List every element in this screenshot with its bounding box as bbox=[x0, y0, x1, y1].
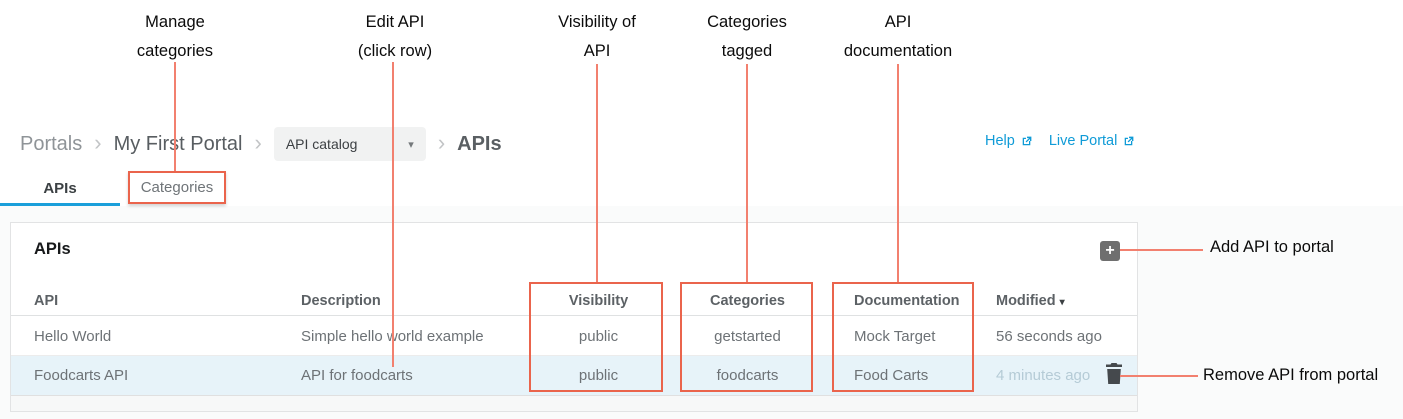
table-row-hello-world[interactable]: Hello World Simple hello world example p… bbox=[11, 317, 1137, 356]
add-api-button[interactable]: + bbox=[1100, 241, 1120, 261]
panel-footer bbox=[11, 395, 1137, 411]
table-header-row: API Description Visibility Categories Do… bbox=[11, 286, 1137, 316]
cell-modified: 56 seconds ago bbox=[996, 327, 1102, 345]
cell-visibility: public bbox=[578, 367, 619, 384]
breadcrumb-portals-link[interactable]: Portals bbox=[20, 132, 83, 155]
tab-apis[interactable]: APIs bbox=[43, 179, 77, 197]
breadcrumb-current-apis: APIs bbox=[457, 132, 502, 155]
catalog-dropdown[interactable]: API catalog ▾ bbox=[273, 127, 426, 161]
callout-edit-api: Edit API(click row) bbox=[357, 13, 433, 60]
cell-visibility: public bbox=[578, 327, 619, 345]
col-header-modified-label: Modified bbox=[996, 292, 1056, 309]
catalog-dropdown-value: API catalog bbox=[285, 136, 358, 152]
header-links: Help Live Portal bbox=[985, 133, 1135, 149]
dropdown-caret-icon: ▾ bbox=[408, 138, 414, 151]
apis-panel: APIs + API Description Visibility Catego… bbox=[10, 222, 1138, 412]
help-link[interactable]: Help bbox=[985, 133, 1033, 149]
external-link-icon bbox=[1022, 136, 1032, 145]
sort-descending-icon: ▾ bbox=[1059, 296, 1065, 308]
panel-title: APIs bbox=[34, 240, 71, 258]
col-header-api[interactable]: API bbox=[34, 292, 59, 309]
cell-categories: foodcarts bbox=[716, 367, 779, 384]
live-portal-link[interactable]: Live Portal bbox=[1049, 133, 1136, 149]
cell-modified: 4 minutes ago bbox=[996, 367, 1091, 384]
remove-api-trash-icon[interactable] bbox=[1105, 363, 1123, 384]
cell-description: Simple hello world example bbox=[301, 327, 484, 345]
live-portal-link-label: Live Portal bbox=[1048, 133, 1118, 149]
help-link-label: Help bbox=[985, 133, 1015, 149]
active-tab-underline bbox=[0, 203, 120, 206]
col-header-modified[interactable]: Modified▾ bbox=[996, 293, 1137, 309]
col-header-visibility[interactable]: Visibility bbox=[568, 292, 629, 309]
external-link-icon bbox=[1125, 136, 1134, 145]
breadcrumb: Portals › My First Portal › API catalog … bbox=[20, 126, 502, 162]
cell-api: Hello World bbox=[34, 327, 112, 345]
col-header-documentation[interactable]: Documentation bbox=[854, 292, 960, 309]
cell-description: API for foodcarts bbox=[301, 367, 413, 384]
cell-api: Foodcarts API bbox=[34, 367, 129, 384]
col-header-categories[interactable]: Categories bbox=[710, 292, 785, 309]
chevron-right-icon: › bbox=[437, 129, 446, 155]
cell-documentation: Food Carts bbox=[854, 367, 929, 384]
breadcrumb-portal-name-link[interactable]: My First Portal bbox=[113, 132, 243, 155]
cell-documentation: Mock Target bbox=[854, 327, 936, 345]
chevron-right-icon: › bbox=[254, 129, 262, 155]
cell-categories: getstarted bbox=[714, 327, 781, 345]
col-header-description[interactable]: Description bbox=[301, 292, 381, 309]
chevron-right-icon: › bbox=[94, 129, 102, 155]
table-row-foodcarts[interactable]: Foodcarts API API for foodcarts public f… bbox=[11, 356, 1137, 395]
tab-categories[interactable]: Categories bbox=[128, 171, 226, 204]
